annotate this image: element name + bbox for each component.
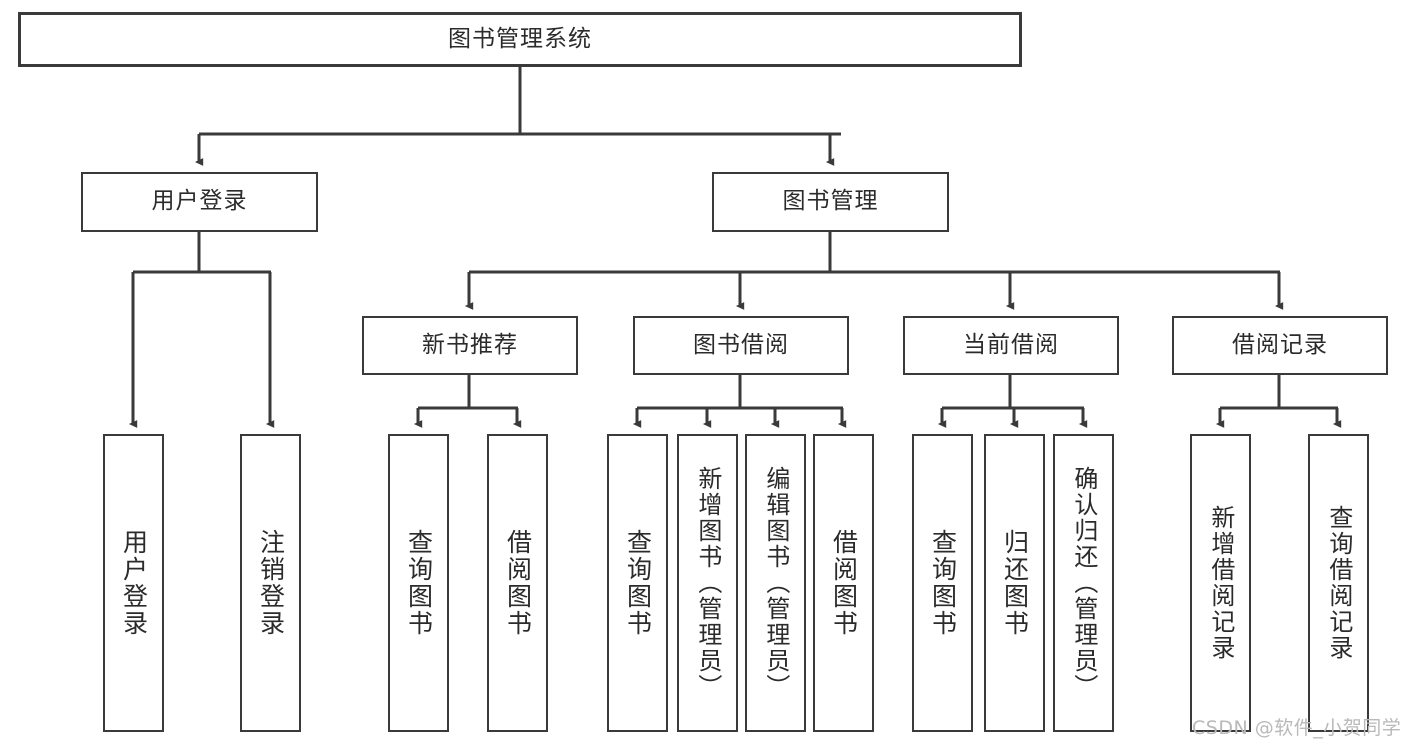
csdn-watermark: CSDN @软件_小贺同学 xyxy=(1192,717,1402,739)
node-label: 用户登录 xyxy=(119,529,149,637)
node-book-management[interactable]: 图书管理 xyxy=(712,172,949,232)
node-root-book-management-system[interactable]: 图书管理系统 xyxy=(18,12,1022,67)
node-user-login[interactable]: 用户登录 xyxy=(81,172,318,232)
node-leaf-query-borrowing-record[interactable]: 查询借阅记录 xyxy=(1308,434,1369,732)
node-label: 查询借阅记录 xyxy=(1324,505,1353,661)
node-label: 查询图书 xyxy=(928,529,958,637)
node-leaf-return-book[interactable]: 归还图书 xyxy=(984,434,1045,732)
node-leaf-borrow-book-borrowing[interactable]: 借阅图书 xyxy=(813,434,874,732)
node-leaf-add-borrowing-record[interactable]: 新增借阅记录 xyxy=(1190,434,1251,732)
node-label: 图书管理 xyxy=(782,188,879,215)
node-label: 查询图书 xyxy=(623,529,653,637)
node-leaf-borrow-book-recommendation[interactable]: 借阅图书 xyxy=(487,434,548,732)
node-label: 查询图书 xyxy=(404,529,434,637)
node-label: 新增借阅记录 xyxy=(1206,505,1235,661)
node-label: 确认归还（管理员） xyxy=(1069,466,1098,700)
node-label: 图书管理系统 xyxy=(448,25,592,52)
node-leaf-add-book-admin[interactable]: 新增图书（管理员） xyxy=(677,434,738,732)
node-new-book-recommendation[interactable]: 新书推荐 xyxy=(362,316,578,375)
node-label: 借阅记录 xyxy=(1232,331,1328,358)
node-label: 新增图书（管理员） xyxy=(693,466,722,700)
node-current-borrowing[interactable]: 当前借阅 xyxy=(903,316,1119,375)
node-label: 图书借阅 xyxy=(693,331,789,358)
node-label: 归还图书 xyxy=(1000,529,1030,637)
node-leaf-query-book-borrowing[interactable]: 查询图书 xyxy=(607,434,668,732)
node-leaf-query-book-recommendation[interactable]: 查询图书 xyxy=(388,434,449,732)
node-label: 当前借阅 xyxy=(963,331,1059,358)
node-label: 新书推荐 xyxy=(422,331,518,358)
node-label: 借阅图书 xyxy=(829,529,859,637)
node-leaf-confirm-return-admin[interactable]: 确认归还（管理员） xyxy=(1053,434,1114,732)
node-leaf-query-book-current[interactable]: 查询图书 xyxy=(912,434,973,732)
node-label: 用户登录 xyxy=(151,188,248,215)
node-label: 注销登录 xyxy=(256,529,286,637)
node-leaf-user-login[interactable]: 用户登录 xyxy=(103,434,164,732)
node-label: 编辑图书（管理员） xyxy=(761,466,790,700)
node-book-borrowing[interactable]: 图书借阅 xyxy=(633,316,849,375)
node-leaf-user-logout[interactable]: 注销登录 xyxy=(240,434,301,732)
node-leaf-edit-book-admin[interactable]: 编辑图书（管理员） xyxy=(745,434,806,732)
node-label: 借阅图书 xyxy=(503,529,533,637)
node-borrowing-record[interactable]: 借阅记录 xyxy=(1172,316,1388,375)
